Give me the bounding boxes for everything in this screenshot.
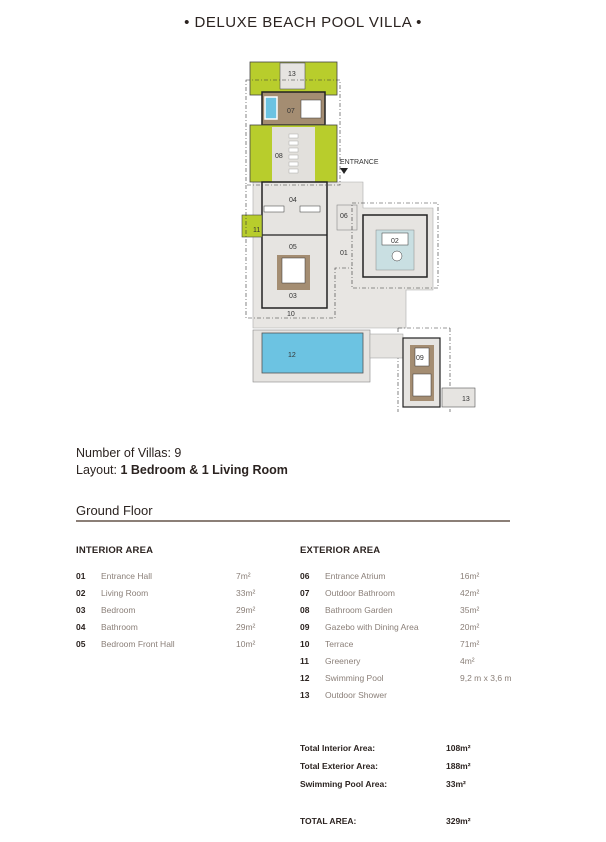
floor-plan: 01 02 03 04 05 06 07 08 09 10 11 12 13 1… (241, 61, 476, 412)
row-area: 33m² (236, 588, 256, 598)
room-label: 12 (288, 352, 296, 359)
bed-07 (300, 99, 322, 119)
room-label: 01 (340, 250, 348, 257)
row-label: Outdoor Shower (325, 690, 387, 700)
row-label: Bathroom (101, 622, 138, 632)
row-number: 04 (76, 622, 86, 632)
row-area: 35m² (460, 605, 480, 615)
row-area: 29m² (236, 605, 256, 615)
greenery-11 (241, 214, 263, 238)
room-label: 13 (288, 71, 296, 78)
row-area: 4m² (460, 656, 475, 666)
room-label: 02 (391, 238, 399, 245)
exterior-heading: EXTERIOR AREA (300, 545, 381, 556)
room-label: 09 (416, 355, 424, 362)
shower-13-top (279, 62, 306, 90)
total-interior: Total Interior Area:108m² (300, 743, 471, 753)
entrance-label: ENTRANCE (340, 159, 379, 166)
room-label: 08 (275, 153, 283, 160)
row-area: 42m² (460, 588, 480, 598)
row-number: 02 (76, 588, 86, 598)
shower-13-bottom (441, 387, 476, 408)
row-number: 11 (300, 656, 309, 666)
row-label: Entrance Hall (101, 571, 153, 581)
row-number: 03 (76, 605, 86, 615)
row-area: 10m² (236, 639, 256, 649)
row-number: 13 (300, 690, 310, 700)
row-number: 12 (300, 673, 310, 683)
row-label: Bathroom Garden (325, 605, 393, 615)
pool-area-total: Swimming Pool Area:33m² (300, 779, 466, 789)
row-area: 7m² (236, 571, 251, 581)
row-label: Living Room (101, 588, 149, 598)
row-number: 08 (300, 605, 310, 615)
row-number: 01 (76, 571, 86, 581)
row-area: 71m² (460, 639, 480, 649)
interior-heading: INTERIOR AREA (76, 545, 154, 556)
row-area: 9,2 m x 3,6 m (460, 673, 512, 683)
row-number: 05 (76, 639, 86, 649)
row-number: 09 (300, 622, 310, 632)
room-label: 04 (289, 197, 297, 204)
row-label: Terrace (325, 639, 354, 649)
row-area: 16m² (460, 571, 480, 581)
villa-layout: Layout: 1 Bedroom & 1 Living Room (76, 463, 288, 477)
grand-total: TOTAL AREA:329m² (300, 816, 471, 826)
total-exterior: Total Exterior Area:188m² (300, 761, 471, 771)
row-label: Greenery (325, 656, 361, 666)
room-label: 03 (289, 293, 297, 300)
room-label: 13 (462, 396, 470, 403)
room-label: 11 (253, 227, 260, 234)
room-label: 07 (287, 108, 295, 115)
room-label: 06 (340, 213, 348, 220)
row-number: 10 (300, 639, 310, 649)
row-label: Swimming Pool (325, 673, 384, 683)
page-title: • DELUXE BEACH POOL VILLA • (184, 14, 422, 31)
row-area: 20m² (460, 622, 480, 632)
row-label: Bedroom Front Hall (101, 639, 175, 649)
row-number: 06 (300, 571, 310, 581)
entrance-arrow-icon (340, 168, 348, 174)
room-label: 05 (289, 244, 297, 251)
villa-count: Number of Villas: 9 (76, 446, 182, 460)
room-label: 10 (287, 311, 295, 318)
bathtub (264, 96, 278, 120)
swimming-pool (261, 332, 364, 374)
row-label: Outdoor Bathroom (325, 588, 395, 598)
row-label: Bedroom (101, 605, 136, 615)
row-label: Entrance Atrium (325, 571, 386, 581)
row-label: Gazebo with Dining Area (325, 622, 419, 632)
row-number: 07 (300, 588, 310, 598)
row-area: 29m² (236, 622, 256, 632)
section-title: Ground Floor (76, 503, 153, 518)
divider (76, 520, 510, 522)
